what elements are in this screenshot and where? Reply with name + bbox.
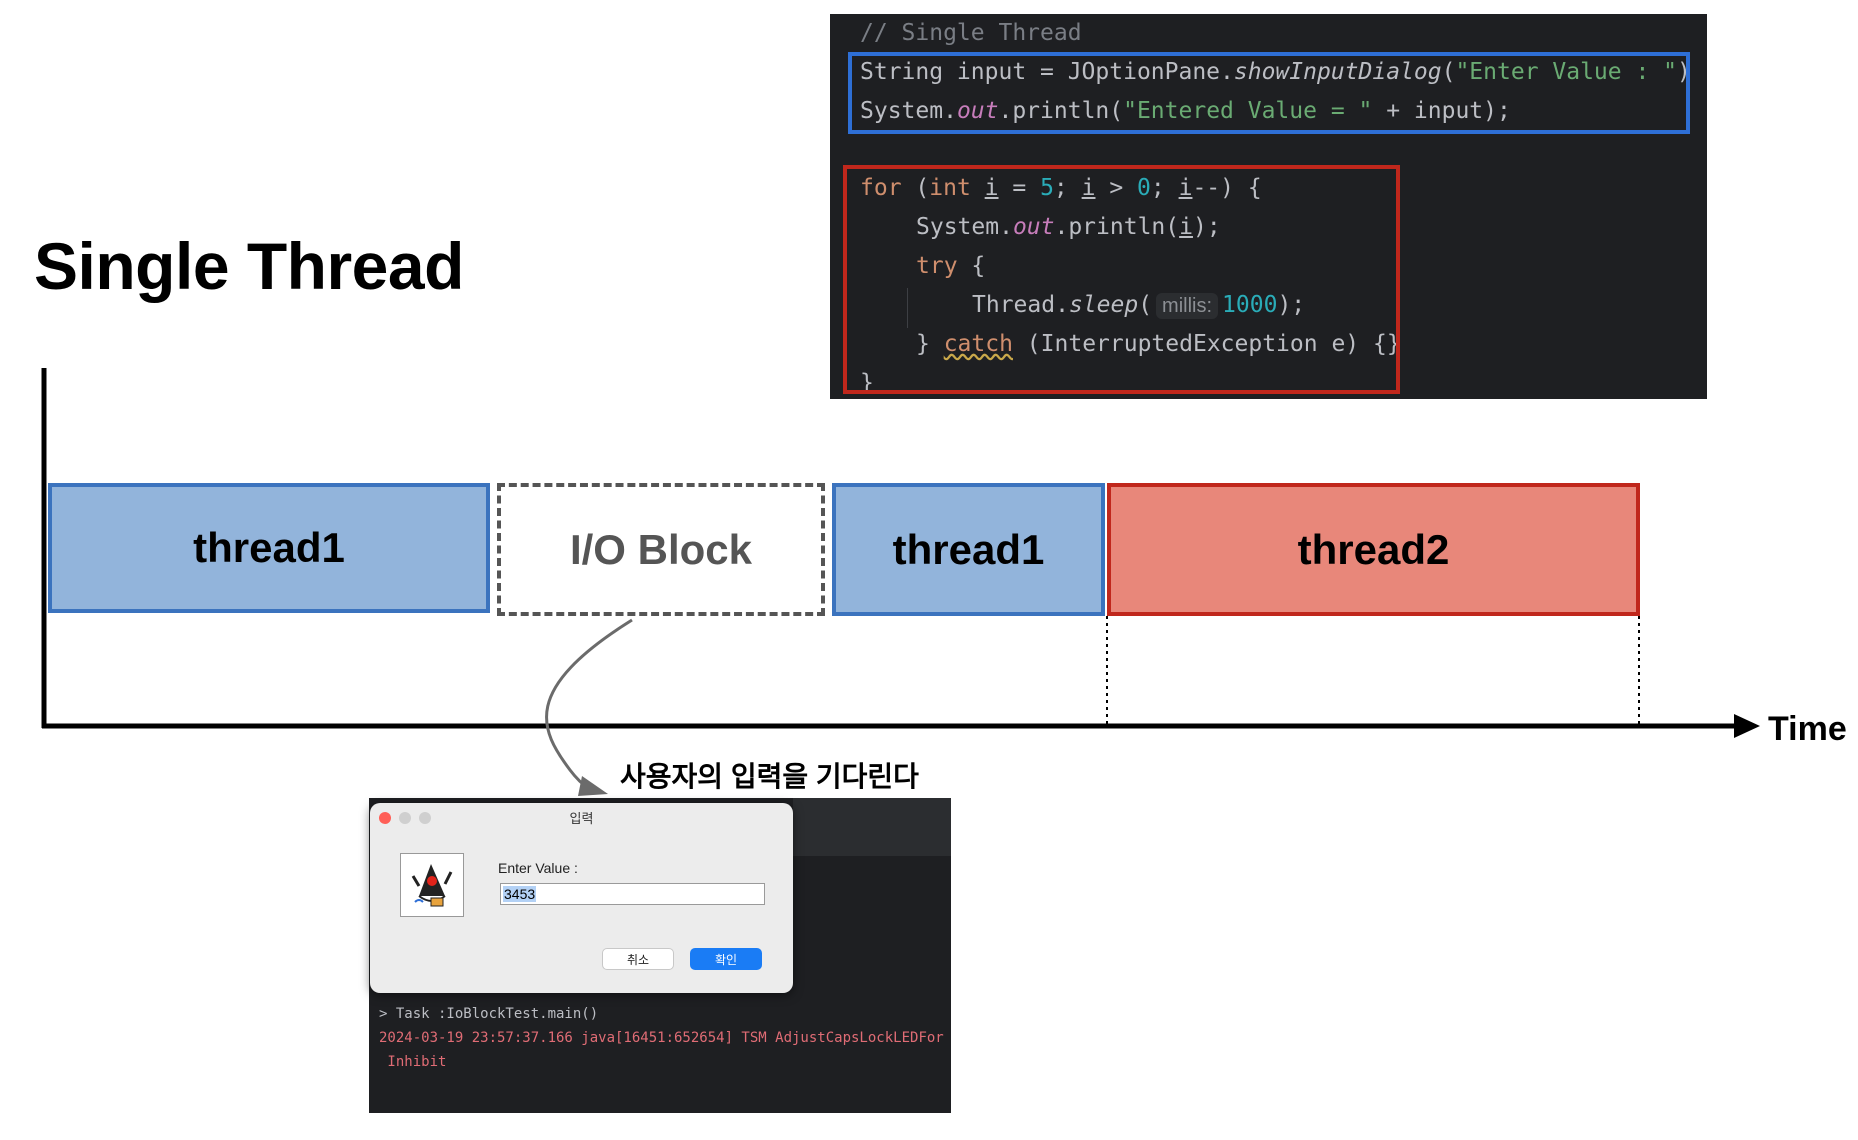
input-dialog: 입력 Enter Value : 3453 취소 확인 [370,803,793,993]
ok-button[interactable]: 확인 [690,948,762,970]
console-log-line: Inhibit [379,1054,447,1070]
thread1-block: thread1 [832,483,1105,616]
indent-guide [907,288,908,328]
wait-arrow [545,618,633,792]
code-line-sleep: Thread.sleep(millis:1000); [972,292,1306,319]
code-line-try: try { [916,253,986,279]
io-code-highlight [848,52,1690,134]
close-window-button[interactable] [379,812,391,824]
page-title: Single Thread [34,229,464,303]
code-line-catch: } catch (InterruptedException e) {} [916,331,1401,357]
cancel-button[interactable]: 취소 [602,948,674,970]
wait-arrowhead [578,776,608,796]
time-axis-label: Time [1768,710,1847,748]
param-hint: millis: [1156,293,1219,319]
value-input[interactable]: 3453 [500,883,765,905]
minimize-window-button[interactable] [399,812,411,824]
loop-code-highlight [843,165,1400,394]
code-line-for: for (int i = 5; i > 0; i--) { [860,175,1262,201]
time-axis-arrowhead [1734,714,1760,738]
dialog-title: 입력 [569,811,594,826]
code-line-input: String input = JOptionPane.showInputDial… [860,59,1691,85]
console-log-line: 2024-03-19 23:57:37.166 java[16451:65265… [379,1030,944,1046]
wait-caption: 사용자의 입력을 기다린다 [620,761,919,792]
code-line-println: System.out.println(i); [916,214,1221,240]
code-editor-panel: // Single Thread String input = JOptionP… [830,14,1707,399]
code-comment: // Single Thread [860,20,1082,46]
thread1-block: thread1 [48,483,490,613]
console-task-line: > Task :IoBlockTest.main() [379,1006,599,1022]
code-line-print: System.out.println("Entered Value = " + … [860,98,1511,124]
zoom-window-button[interactable] [419,812,431,824]
java-duke-icon [400,853,464,917]
enter-value-label: Enter Value : [498,860,578,876]
ide-toolbar-strip [793,798,951,856]
code-line-close: } [860,370,874,394]
thread2-block: thread2 [1107,483,1640,616]
io-block: I/O Block [497,483,825,616]
